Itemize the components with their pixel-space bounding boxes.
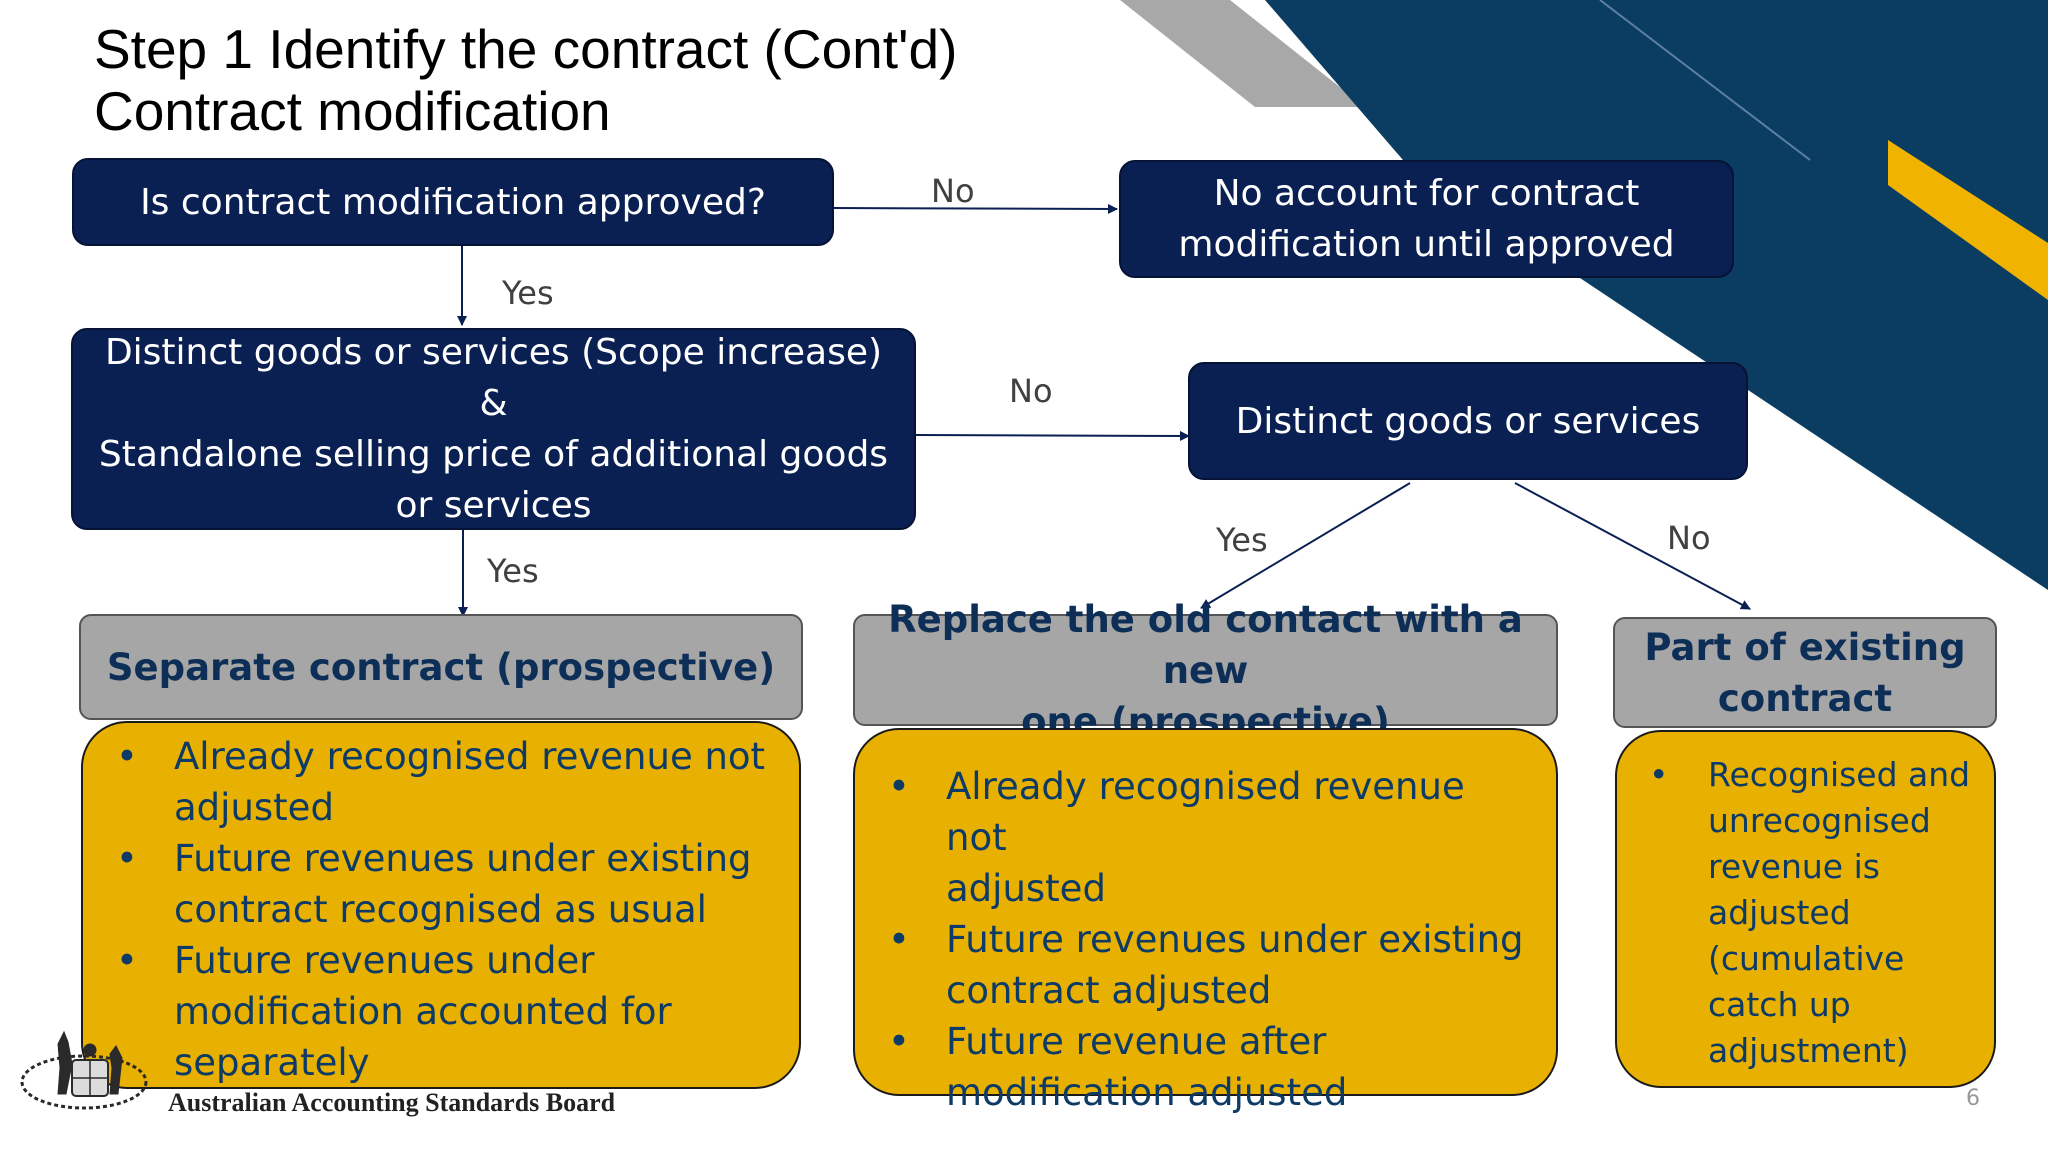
outcome-body-part-existing: • Recognised and unrecognised revenue is adj… — [1615, 730, 1996, 1088]
decision-distinct-goods-text: Distinct goods or services — [1235, 400, 1701, 442]
result-no-account-line: No account for contract — [1213, 173, 1640, 214]
bullet-text-line: Future revenues under existing — [946, 918, 1524, 961]
bullet-text-line: Already recognised revenue not — [174, 735, 766, 778]
list-item: • Recognised and unrecognised revenue is adj… — [1649, 752, 1971, 1074]
page-number: 6 — [1966, 1086, 1980, 1111]
bullet-text-line: modification adjusted — [946, 1071, 1348, 1114]
bullet-text-line: Already recognised revenue not — [946, 765, 1465, 859]
arrow-approved-no — [831, 203, 1118, 214]
grey-stripe — [1120, 0, 1365, 107]
list-item: • Future revenues under modification accou… — [116, 935, 765, 1088]
bullet-text-line: contract recognised as usual — [174, 888, 707, 931]
title-line-2: Contract modification — [94, 80, 611, 142]
edge-label-no: No — [1667, 519, 1711, 557]
bullet-glyph: • — [888, 765, 910, 808]
bullet-text-line: adjusted — [174, 786, 334, 829]
bullet-text-line: Future revenue after — [946, 1020, 1327, 1063]
edge-label-yes: Yes — [1216, 521, 1268, 559]
bullet-text-line: Future revenues under existing — [174, 837, 752, 880]
outcome-heading-replace: Replace the old contact with a new one (… — [853, 598, 1558, 743]
list-item: • Future revenue after modification adjust… — [888, 1016, 1536, 1118]
arrow-distinct-yes — [1200, 482, 1411, 609]
arrow-scope-no — [915, 430, 1190, 441]
outcome-heading-text: Separate contract (prospective) — [106, 645, 776, 689]
bullet-glyph: • — [888, 1020, 910, 1063]
thin-diagonal-line — [1599, 0, 1811, 161]
list-item: • Future revenues under existing contract … — [116, 833, 765, 935]
decision-distinct-scope-line: Distinct goods or services (Scope increa… — [104, 332, 883, 373]
outcome-heading-part-existing: Part of existing contract — [1613, 617, 1997, 728]
bullet-text-line: adjusted — [1708, 893, 1851, 932]
edge-label-no: No — [931, 172, 975, 210]
decision-distinct-scope: Distinct goods or services (Scope increa… — [71, 328, 916, 530]
decision-distinct-scope-line: & — [479, 383, 508, 424]
bullet-text-line: adjusted — [946, 867, 1106, 910]
result-no-account-line: modification until approved — [1178, 224, 1675, 265]
arrow-distinct-no — [1514, 482, 1751, 610]
slide-title: Step 1 Identify the contract (Cont'd) Co… — [94, 18, 957, 142]
decision-distinct-goods: Distinct goods or services — [1188, 362, 1748, 480]
bullet-text-line: unrecognised — [1708, 801, 1931, 840]
edge-label-yes: Yes — [487, 552, 539, 590]
bullet-glyph: • — [116, 939, 138, 982]
coat-of-arms-logo — [20, 1030, 148, 1110]
bullet-text-line: separately — [174, 1041, 370, 1084]
bullet-text-line: contract adjusted — [946, 969, 1272, 1012]
gold-stripe — [1888, 140, 2048, 300]
bullet-glyph: • — [116, 837, 138, 880]
bullet-text-line: (cumulative — [1708, 939, 1905, 978]
list-item: • Already recognised revenue not adjusted — [888, 761, 1536, 914]
edge-label-yes: Yes — [502, 274, 554, 312]
outcome-heading-text: Replace the old contact with a new — [888, 597, 1523, 692]
bullet-list: • Recognised and unrecognised revenue is adj… — [1649, 752, 1971, 1074]
title-line-1: Step 1 Identify the contract (Cont'd) — [94, 18, 958, 80]
bullet-text-line: adjustment) — [1708, 1031, 1909, 1070]
bullet-glyph: • — [888, 918, 910, 961]
outcome-heading-text: Part of existing — [1644, 625, 1966, 669]
outcome-heading-text: contract — [1717, 676, 1893, 720]
bullet-text-line: Future revenues under — [174, 939, 595, 982]
decision-distinct-scope-line: Standalone selling price of additional g… — [98, 434, 889, 475]
navy-band — [1265, 0, 2048, 590]
list-item: • Already recognised revenue not adjusted — [116, 731, 766, 833]
bullet-text-line: revenue is — [1708, 847, 1880, 886]
decision-distinct-scope-line: or services — [395, 485, 592, 526]
bullet-glyph: • — [116, 735, 138, 778]
bullet-text-line: Recognised and — [1708, 755, 1971, 794]
decision-approved: Is contract modification approved? — [72, 158, 834, 246]
bullet-glyph: • — [1649, 755, 1669, 794]
decision-approved-text: Is contract modification approved? — [140, 181, 766, 223]
bullet-text-line: modification accounted for — [174, 990, 672, 1033]
result-no-account: No account for contract modification unt… — [1119, 160, 1734, 278]
edge-label-no: No — [1009, 372, 1053, 410]
outcome-heading-separate: Separate contract (prospective) — [79, 614, 803, 720]
bullet-text-line: catch up — [1708, 985, 1851, 1024]
list-item: • Future revenues under existing contract … — [888, 914, 1536, 1016]
footer-org-name: Australian Accounting Standards Board — [168, 1088, 616, 1117]
